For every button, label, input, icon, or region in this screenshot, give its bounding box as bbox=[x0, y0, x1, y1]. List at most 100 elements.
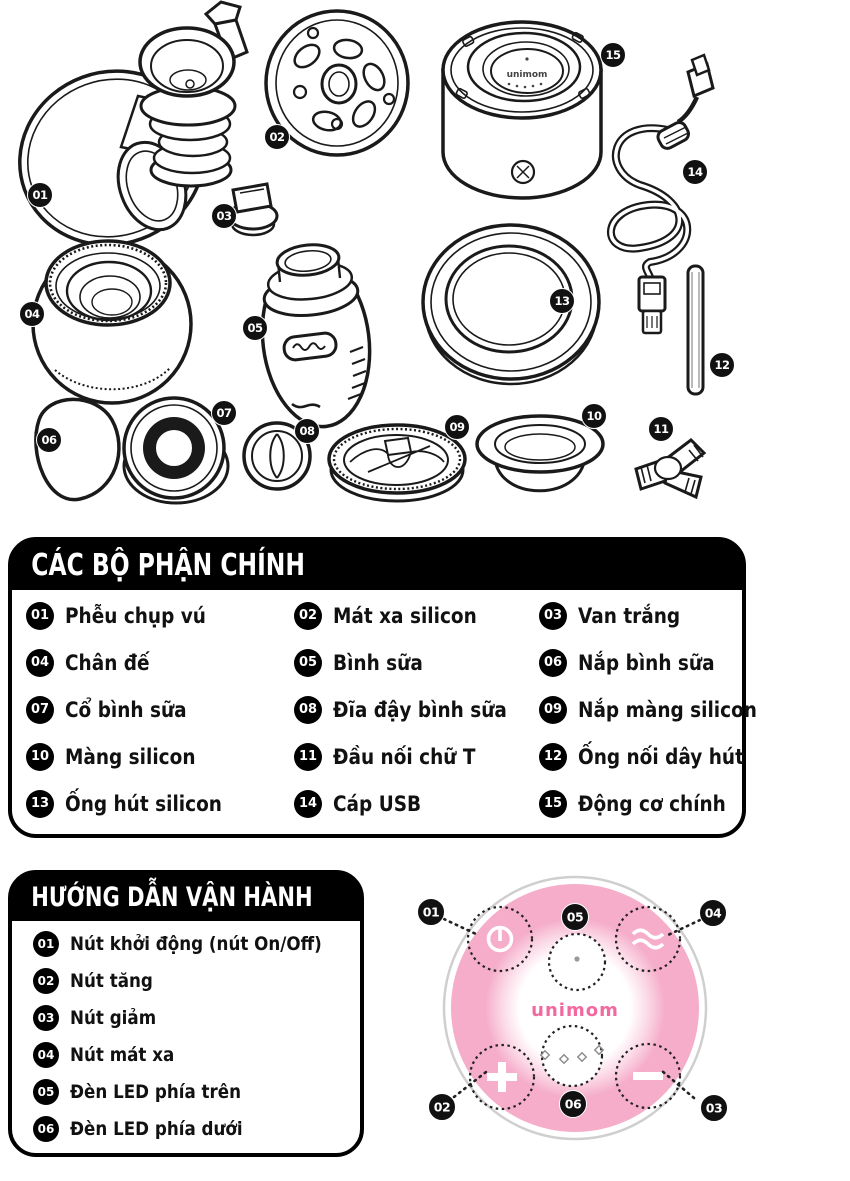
part-list-item-number: 11 bbox=[294, 742, 322, 771]
control-callout-03: 03 bbox=[700, 1094, 728, 1122]
part-callout-15: 15 bbox=[600, 42, 626, 68]
led-bottom-indicators bbox=[539, 1044, 605, 1065]
part-list-item-label: Ống hút silicon bbox=[65, 791, 222, 816]
power-button[interactable] bbox=[466, 905, 534, 973]
part-list-item-label: Đĩa đậy bình sữa bbox=[333, 697, 507, 722]
part-list-item-number: 13 bbox=[26, 789, 54, 818]
operation-list-item: 01 Nút khởi động (nút On/Off) bbox=[33, 930, 360, 957]
part-bottle-cap bbox=[34, 397, 121, 502]
operation-list-item-label: Đèn LED phía dưới bbox=[70, 1117, 243, 1140]
operation-guide-header: HƯỚNG DẪN VẬN HÀNH bbox=[11, 873, 361, 921]
control-brand-text: unimom bbox=[531, 1000, 619, 1021]
control-callout-02: 02 bbox=[428, 1093, 456, 1121]
part-list-item-label: Chân đế bbox=[65, 650, 150, 675]
part-list-item-label: Van trắng bbox=[578, 603, 681, 628]
part-list-item-number: 15 bbox=[539, 789, 567, 818]
part-callout-03: 03 bbox=[211, 203, 237, 229]
main-parts-header: CÁC BỘ PHẬN CHÍNH bbox=[11, 540, 743, 590]
part-list-item: 08 Đĩa đậy bình sữa bbox=[294, 695, 539, 724]
led-bottom-zone bbox=[540, 1024, 604, 1088]
part-sealing-disc bbox=[242, 421, 312, 491]
part-callout-08: 08 bbox=[294, 418, 320, 444]
part-list-item-label: Nắp bình sữa bbox=[578, 650, 715, 675]
operation-list-item: 03 Nút giảm bbox=[33, 1004, 360, 1031]
part-callout-14-number: 14 bbox=[687, 165, 703, 179]
part-callout-11-number: 11 bbox=[653, 422, 669, 436]
part-list-item: 13 Ống hút silicon bbox=[26, 789, 294, 818]
part-main-motor: unimom bbox=[441, 20, 603, 200]
part-callout-07-number: 07 bbox=[216, 406, 232, 420]
part-list-item: 12 Ống nối dây hút bbox=[539, 742, 744, 771]
part-list-item-number: 05 bbox=[294, 648, 322, 677]
massage-button[interactable] bbox=[614, 905, 682, 973]
part-bottle bbox=[260, 243, 372, 429]
operation-list-item-number: 04 bbox=[33, 1041, 59, 1068]
control-callout-02-number: 02 bbox=[434, 1100, 450, 1115]
operation-list-item-label: Nút giảm bbox=[70, 1006, 157, 1029]
part-t-connector bbox=[634, 438, 707, 500]
part-list-item: 03 Van trắng bbox=[539, 601, 742, 630]
part-list-item-number: 09 bbox=[539, 695, 567, 724]
part-list-item-number: 06 bbox=[539, 648, 567, 677]
part-list-item-number: 07 bbox=[26, 695, 54, 724]
led-top-zone bbox=[547, 932, 607, 992]
part-callout-02: 02 bbox=[264, 124, 290, 150]
part-list-item-label: Đầu nối chữ T bbox=[333, 744, 476, 769]
part-connector-tube bbox=[686, 264, 705, 396]
control-callout-01-number: 01 bbox=[423, 905, 439, 920]
parts-exploded-diagram: unimom bbox=[18, 0, 735, 505]
control-callout-06: 06 bbox=[559, 1090, 587, 1118]
motor-brand-text: unimom bbox=[507, 70, 548, 80]
part-callout-07: 07 bbox=[211, 400, 237, 426]
decrease-button[interactable] bbox=[614, 1042, 682, 1110]
part-silicone-tube-coil bbox=[421, 223, 601, 386]
control-callout-05: 05 bbox=[561, 903, 589, 931]
control-callout-01: 01 bbox=[417, 898, 445, 926]
operation-list-item-number: 03 bbox=[33, 1004, 59, 1031]
operation-list-item: 06 Đèn LED phía dưới bbox=[33, 1115, 360, 1142]
part-list-item-label: Cáp USB bbox=[333, 791, 422, 816]
operation-list-item-number: 05 bbox=[33, 1078, 59, 1105]
part-callout-01-number: 01 bbox=[32, 188, 48, 202]
led-top-dot bbox=[574, 956, 580, 962]
callout-line-decrease bbox=[660, 1069, 696, 1100]
part-callout-04: 04 bbox=[19, 301, 45, 327]
part-callout-13: 13 bbox=[549, 288, 575, 314]
control-callout-05-number: 05 bbox=[567, 910, 583, 925]
part-callout-02-number: 02 bbox=[269, 130, 284, 144]
part-callout-12: 12 bbox=[709, 352, 735, 378]
part-list-item-label: Cổ bình sữa bbox=[65, 697, 187, 722]
part-white-valve bbox=[227, 182, 279, 237]
part-list-item-number: 04 bbox=[26, 648, 54, 677]
part-callout-01: 01 bbox=[27, 182, 53, 208]
operation-list-item-number: 06 bbox=[33, 1115, 59, 1142]
part-callout-11: 11 bbox=[648, 416, 674, 442]
part-silicone-membrane bbox=[475, 414, 605, 493]
part-breast-shield bbox=[18, 0, 249, 247]
part-callout-13-number: 13 bbox=[554, 294, 570, 308]
operation-list-item-label: Đèn LED phía trên bbox=[70, 1080, 242, 1103]
part-list-item-number: 12 bbox=[539, 742, 567, 771]
operation-list-item: 05 Đèn LED phía trên bbox=[33, 1078, 360, 1105]
part-callout-10: 10 bbox=[581, 403, 607, 429]
part-list-item-number: 08 bbox=[294, 695, 322, 724]
operation-guide-panel: HƯỚNG DẪN VẬN HÀNH 01 Nút khởi động (nút … bbox=[8, 870, 364, 1157]
part-list-item-number: 03 bbox=[539, 601, 567, 630]
part-callout-09: 09 bbox=[444, 414, 470, 440]
operation-list-item-label: Nút khởi động (nút On/Off) bbox=[70, 932, 322, 955]
operation-list-item-number: 01 bbox=[33, 930, 59, 957]
increase-button[interactable] bbox=[468, 1043, 536, 1111]
part-list-item-label: Động cơ chính bbox=[578, 791, 726, 816]
part-list-item-label: Ống nối dây hút bbox=[578, 744, 744, 769]
part-list-item: 11 Đầu nối chữ T bbox=[294, 742, 539, 771]
part-list-item-label: Bình sữa bbox=[333, 650, 423, 675]
